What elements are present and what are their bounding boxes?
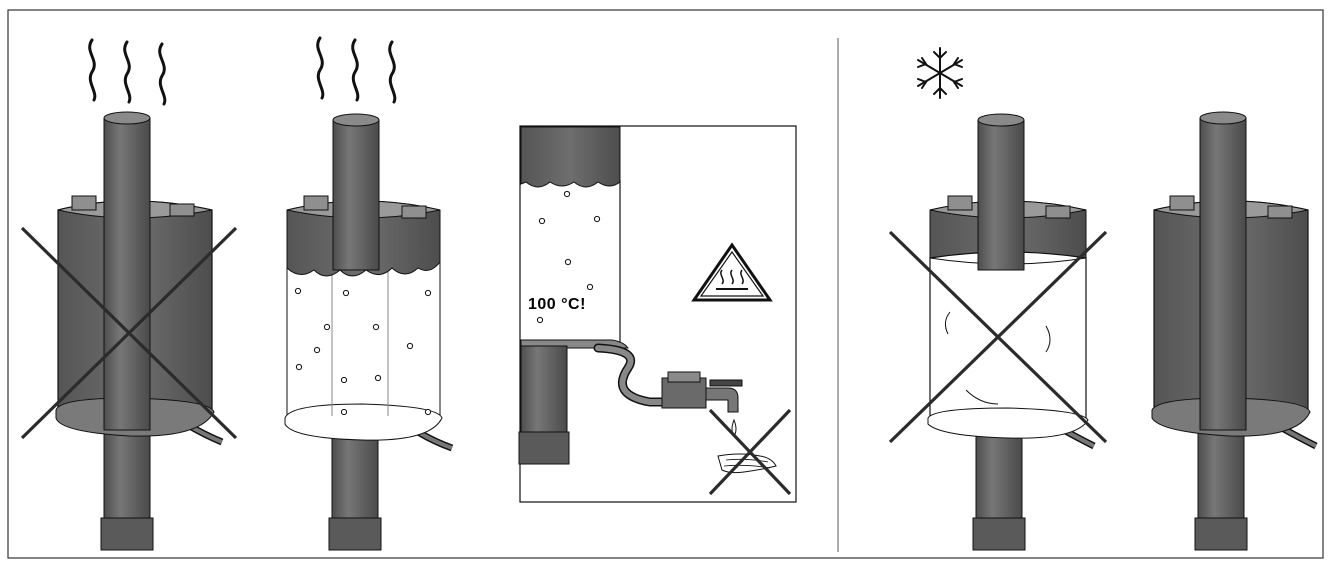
cross-out-mark — [20, 226, 238, 440]
drain-valve — [661, 371, 743, 413]
temperature-label: 100 °C! — [528, 296, 586, 313]
water-bubbles — [294, 287, 432, 416]
water-fill — [286, 261, 441, 426]
pipe-sleeve — [100, 517, 154, 551]
cross-out-mark — [708, 408, 792, 496]
steam-icon — [316, 36, 397, 104]
cross-out-mark — [888, 230, 1108, 444]
panel-filled-heating-correct — [284, 36, 454, 551]
panel-empty-heating-prohibited — [20, 38, 238, 551]
snowflake-icon — [917, 47, 963, 99]
panel-emptied-correct — [1151, 111, 1318, 551]
figure-frame — [7, 9, 1324, 559]
steam-icon — [88, 38, 167, 106]
panel-hot-water-warning: 100 °C! — [518, 125, 797, 503]
panel-frozen-prohibited — [888, 47, 1108, 551]
hot-surface-warning-icon — [691, 242, 773, 302]
chimney-pipe — [103, 117, 151, 431]
